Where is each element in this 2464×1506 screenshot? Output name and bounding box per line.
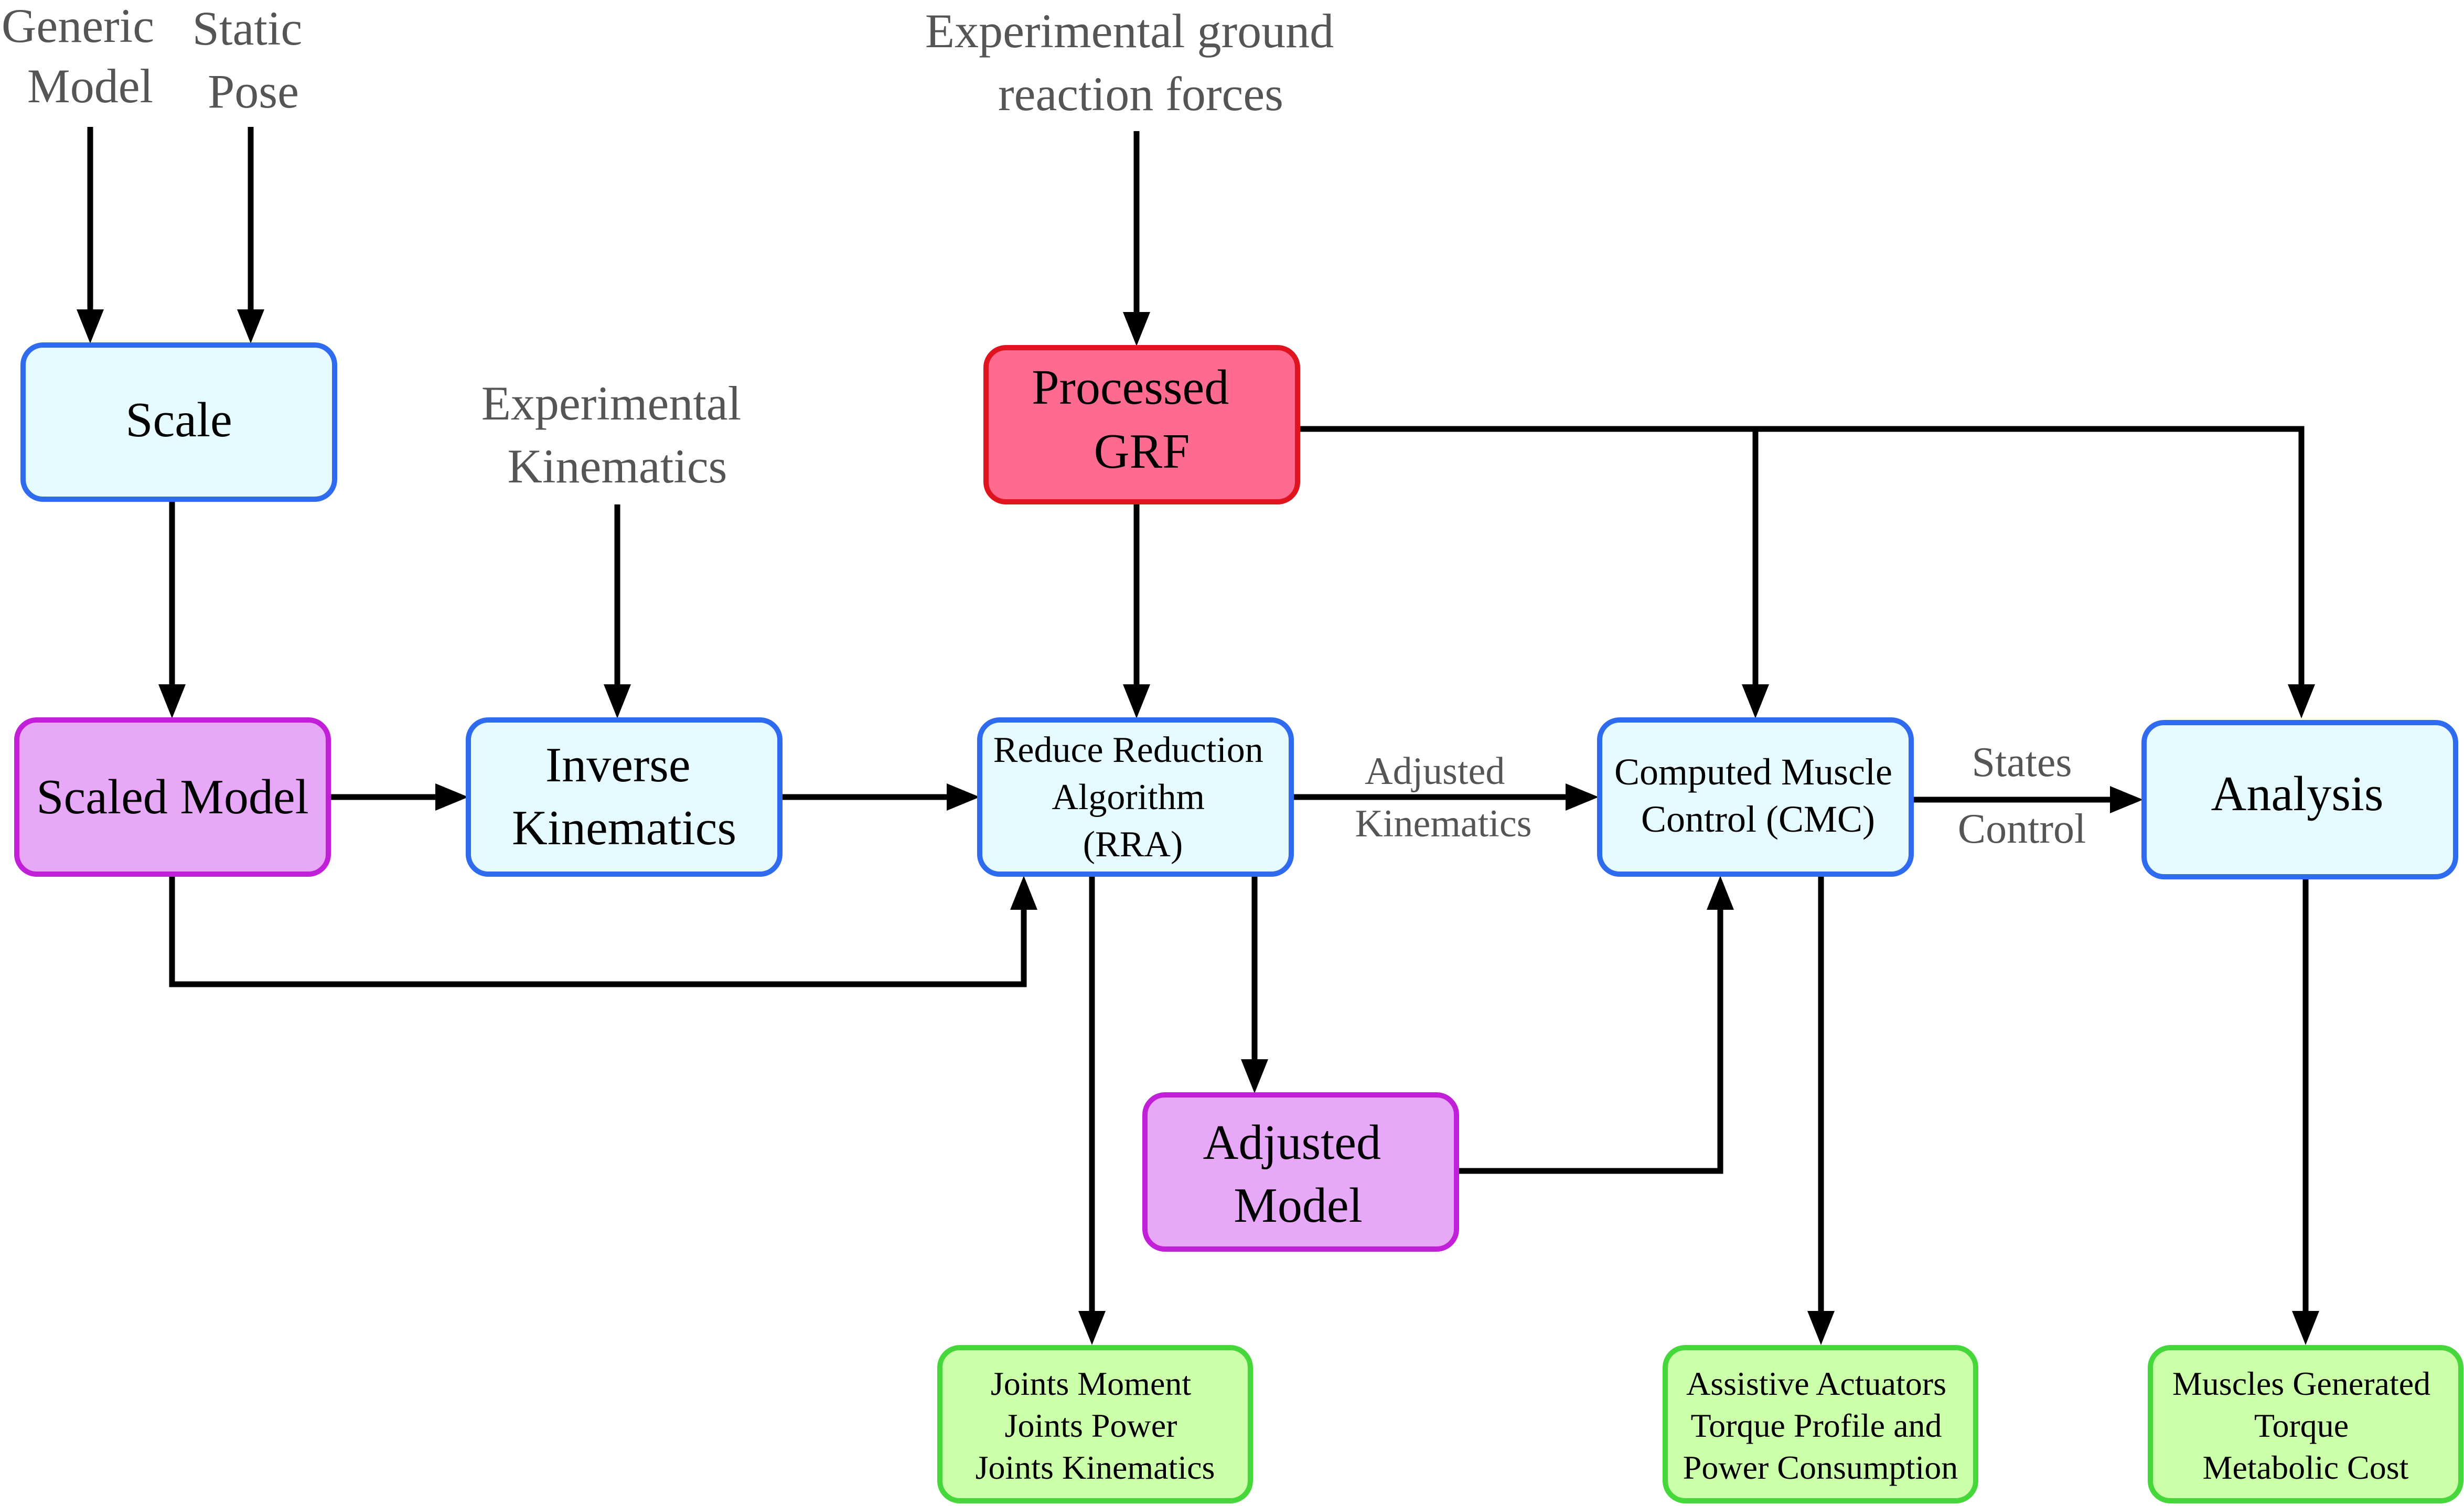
analysis-box-shape [2141, 720, 2458, 879]
arrow-cmc-to-outputs [1807, 876, 1835, 1345]
analysis-output-box[interactable]: Muscles Generated Torque Metabolic Cost [2148, 1345, 2463, 1503]
svg-text:Static Pose: Static Pose [192, 2, 315, 118]
processed-grf-box-shape [983, 345, 1300, 504]
arrow-scaled-model-to-rra [169, 876, 1037, 987]
arrow-rra-to-cmc [1291, 783, 1599, 811]
arrow-processed-grf-to-rra [1123, 503, 1150, 718]
svg-text:Experimental Kinematics: Experimental Kinematics [481, 376, 754, 493]
cmc-box-label: Computed Muscle Control (CMC) [1614, 751, 1902, 840]
arrow-exp-kinematics-to-ik [604, 504, 631, 718]
scale-box-label: Scale [125, 393, 232, 447]
arrow-scale-to-scaled-model [158, 501, 186, 718]
adjusted-model-box-label: Adjusted Model [1203, 1115, 1394, 1233]
scale-box[interactable]: Scale [20, 342, 337, 502]
inverse-kinematics-box-shape [466, 717, 783, 877]
arrow-ik-to-rra [780, 783, 980, 811]
scaled-model-box[interactable]: Scaled Model [14, 717, 331, 877]
analysis-box-label: Analysis [2211, 767, 2384, 821]
svg-text:Adjusted Kinematics: Adjusted Kinematics [1355, 750, 1531, 845]
cmc-output-box-shape [1663, 1345, 1978, 1503]
arrow-scaled-model-to-ik [328, 783, 468, 811]
cmc-output-box[interactable]: Assistive Actuators Torque Profile and P… [1663, 1345, 1978, 1503]
input-generic-model: Generic Model [2, 0, 166, 113]
arrow-adjusted-model-to-cmc [1456, 876, 1734, 1174]
arrow-static-pose-to-scale [237, 127, 264, 343]
rra-box-shape [977, 717, 1294, 877]
inverse-kinematics-box[interactable]: Inverse Kinematics [466, 717, 783, 877]
arrow-cmc-to-analysis [1912, 786, 2143, 813]
adjusted-model-box[interactable]: Adjusted Model [1142, 1092, 1459, 1252]
scale-box-shape [20, 342, 337, 502]
input-static-pose: Static Pose [192, 2, 315, 118]
analysis-box[interactable]: Analysis [2141, 720, 2458, 879]
arrow-generic-model-to-scale [77, 127, 104, 343]
rra-box[interactable]: Reduce Reduction Algorithm (RRA) [977, 717, 1294, 877]
processed-grf-box-label: Processed GRF [1032, 360, 1241, 479]
rra-output-box-shape [937, 1345, 1253, 1503]
arrow-rra-to-outputs [1078, 876, 1106, 1345]
svg-text:Experimental ground reac: Experimental ground reaction forces [925, 4, 1346, 121]
inverse-kinematics-box-label: Inverse Kinematics [512, 738, 736, 855]
svg-text:Generic Model: Generic Model [2, 0, 166, 113]
adjusted-model-box-shape [1142, 1092, 1459, 1252]
cmc-output-box-label: Assistive Actuators Torque Profile and P… [1683, 1365, 1958, 1486]
input-experimental-grf: Experimental ground reaction forces [925, 4, 1346, 121]
arrow-rra-to-adjusted-model [1241, 876, 1268, 1093]
arrow-analysis-to-outputs [2292, 876, 2319, 1345]
processed-grf-box[interactable]: Processed GRF [983, 345, 1300, 504]
scaled-model-box-shape [14, 717, 331, 877]
scaled-model-box-label: Scaled Model [36, 770, 308, 824]
connectors [77, 127, 2319, 1345]
edge-label-states: States [1972, 739, 2072, 786]
edge-label-adjusted-kinematics: Adjusted Kinematics [1355, 750, 1531, 845]
cmc-box[interactable]: Computed Muscle Control (CMC) [1597, 717, 1914, 877]
analysis-output-box-label: Muscles Generated Torque Metabolic Cost [2172, 1365, 2439, 1486]
analysis-output-box-shape [2148, 1345, 2463, 1503]
cmc-box-shape [1597, 717, 1914, 877]
rra-output-box[interactable]: Joints Moment Joints Power Joints Kinema… [937, 1345, 1253, 1503]
input-experimental-kinematics: Experimental Kinematics [481, 376, 754, 493]
arrow-processed-grf-to-cmc-analysis [1298, 426, 2315, 718]
edge-label-control: Control [1958, 806, 2086, 852]
rra-box-label: Reduce Reduction Algorithm (RRA) [993, 730, 1273, 865]
rra-output-box-label: Joints Moment Joints Power Joints Kinema… [976, 1365, 1215, 1486]
arrow-exp-grf-to-processed-grf [1123, 131, 1150, 346]
